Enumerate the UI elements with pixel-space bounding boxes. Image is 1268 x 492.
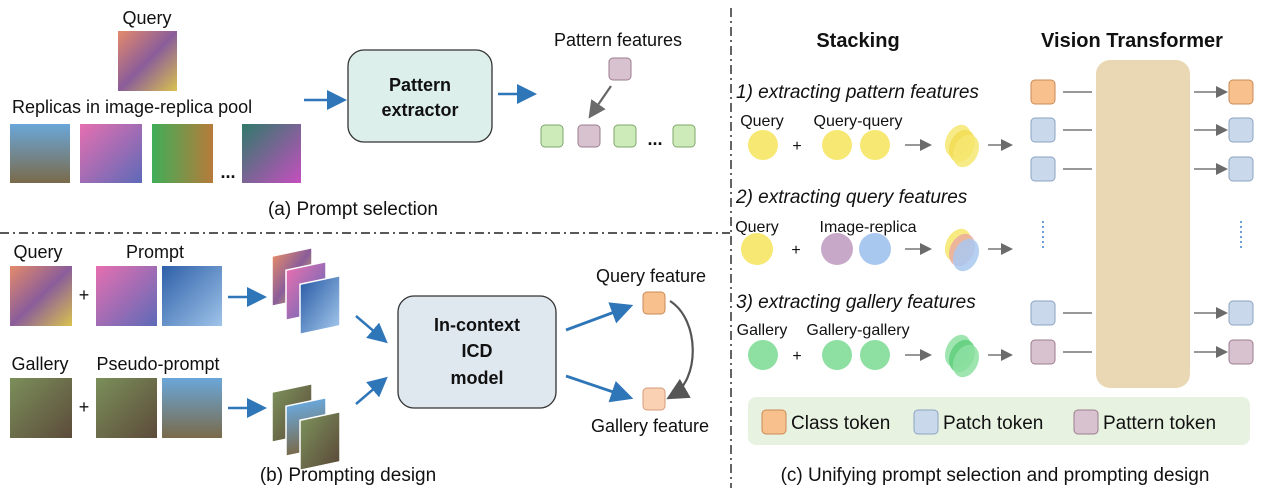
step1-query-label: Query [740,113,784,130]
step3-label: 3) extracting gallery features [736,292,976,313]
replicas-label: Replicas in image-replica pool [12,97,252,117]
b-plus-2: + [79,397,90,417]
query-image [118,31,177,91]
query-feature-label: Query feature [596,266,706,286]
step1-stacked-circles [944,124,980,168]
replica-image-2 [80,124,142,183]
vit-label: Vision Transformer [1041,30,1223,52]
legend-pattern-swatch [1073,409,1099,435]
step2-label: 2) extracting query features [735,187,968,208]
sequence-ellipsis: ... [647,129,662,149]
b-prompt-image-2 [162,266,222,326]
query-feature-token [642,291,666,315]
legend-class-swatch [761,409,787,435]
sequence-token-3 [613,124,637,148]
replica-image-1 [10,124,70,183]
pattern-extractor-label-1: Pattern [389,75,451,95]
input-patch-token-1 [1030,117,1056,143]
query-label: Query [122,8,171,28]
step2-query-circle [741,233,773,265]
step3-gg-circle-2 [860,340,890,370]
panel-prompt-selection: Query Replicas in image-replica pool ...… [10,8,696,220]
sequence-token-1 [540,124,564,148]
legend-class-label: Class token [791,413,890,434]
output-class-token [1228,79,1254,105]
token-legend: Class token Patch token Pattern token [748,397,1250,445]
icd-model-box [397,295,557,409]
gallery-feature-token [642,387,666,411]
step2-stacked-circles [944,228,980,272]
panel-prompting-design: Query Prompt + Gallery Pseudo-prompt + I… [10,242,709,486]
sequence-token-4 [672,124,696,148]
step1-query-circle [748,130,778,160]
legend-background [748,397,1250,445]
input-patch-token-2 [1030,156,1056,182]
caption-c: (c) Unifying prompt selection and prompt… [781,465,1210,486]
input-pattern-token [1030,339,1056,365]
b-arrow-to-model-1 [355,315,388,344]
icd-model-label-3: model [450,368,503,388]
input-patch-token-3 [1030,300,1056,326]
output-pattern-token [1228,339,1254,365]
replica-ellipsis: ... [220,162,235,182]
step3-stacked-circles [944,334,980,378]
caption-a: (a) Prompt selection [268,199,438,220]
pattern-feature-token [608,57,632,81]
step2-query-label: Query [735,219,779,236]
pattern-features-label: Pattern features [554,30,682,50]
pattern-extractor-label-2: extractor [381,100,458,120]
b-pseudo-image-2 [162,378,222,438]
step2-replica-circle-purple [821,233,853,265]
step1-label: 1) extracting pattern features [736,82,979,103]
step1-qq-circle-2 [860,130,890,160]
vit-block [1096,60,1190,388]
step3-gg-circle-1 [822,340,852,370]
feature-similarity-arrow [666,300,694,400]
icd-model-label-1: In-context [434,315,520,335]
gallery-feature-label: Gallery feature [591,416,709,436]
step3-plus: + [792,348,801,365]
b-prompt-label: Prompt [126,242,184,262]
b-gallery-label: Gallery [11,354,68,374]
caption-b: (b) Prompting design [260,465,436,486]
b-arrow-to-model-2 [355,376,388,405]
b-pseudo-prompt-label: Pseudo-prompt [96,354,219,374]
step2-replica-circle-blue [859,233,891,265]
step2-plus: + [791,242,800,259]
b-pseudo-image-1 [96,378,157,438]
b-stacked-gallery-images [271,382,341,472]
step3-gallery-circle [748,340,778,370]
b-gallery-image [10,378,72,438]
output-patch-token-3 [1228,300,1254,326]
pattern-insert-arrow [588,85,612,119]
legend-pattern-label: Pattern token [1103,413,1216,434]
step2-image-replica-label: Image-replica [820,219,917,236]
step1-qq-circle-1 [822,130,852,160]
panel-unified: Stacking Vision Transformer 1) extractin… [735,30,1254,486]
replica-image-3 [152,124,213,183]
input-class-token [1030,79,1056,105]
arrow-to-gallery-feature [565,374,634,403]
b-stacked-query-images [271,246,341,336]
b-prompt-image-1 [96,266,157,326]
step3-gallery-label: Gallery [737,322,788,339]
stacking-label: Stacking [816,30,899,52]
b-plus-1: + [79,285,90,305]
b-query-label: Query [13,242,62,262]
legend-patch-swatch [913,409,939,435]
output-patch-token-1 [1228,117,1254,143]
step1-plus: + [792,138,801,155]
legend-patch-label: Patch token [943,413,1043,434]
replica-image-4 [242,124,301,183]
icd-model-label-2: ICD [462,341,493,361]
sequence-token-2 [577,124,601,148]
b-query-image [10,266,72,326]
output-patch-token-2 [1228,156,1254,182]
pattern-extractor-box [347,49,493,143]
step1-query-query-label: Query-query [814,113,903,130]
arrow-to-query-feature [565,302,634,332]
step3-gallery-gallery-label: Gallery-gallery [806,322,909,339]
